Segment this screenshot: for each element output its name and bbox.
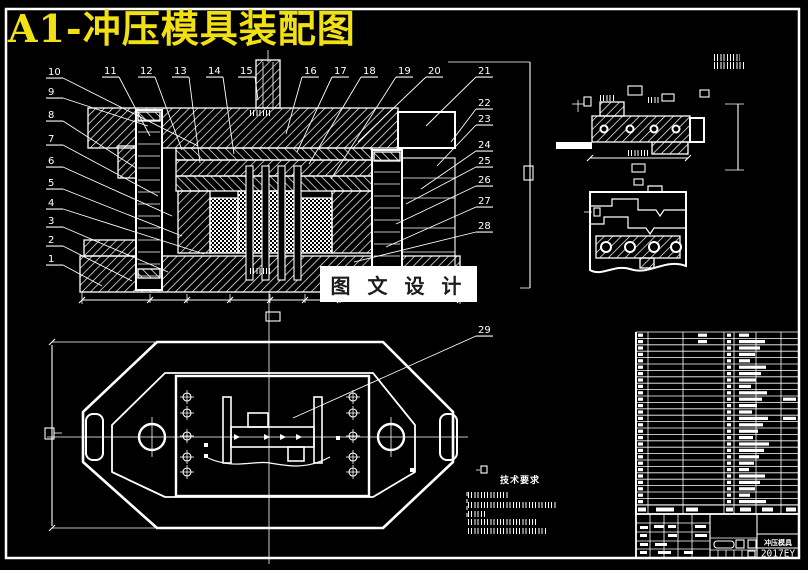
svg-text:1: 1 (48, 254, 54, 265)
plan-view (44, 336, 488, 564)
callout-21: 21 (425, 66, 493, 127)
svg-text:7: 7 (48, 134, 54, 145)
svg-text:15: 15 (240, 66, 253, 77)
callout-14: 14 (206, 66, 235, 155)
svg-text:17: 17 (334, 66, 347, 77)
bom-table (635, 331, 800, 514)
svg-text:5: 5 (48, 178, 54, 189)
callout-27: 27 (385, 196, 493, 248)
callout-17: 17 (296, 66, 349, 153)
svg-text:10: 10 (48, 67, 61, 78)
callout-3: 3 (46, 216, 169, 273)
callout-12: 12 (138, 66, 183, 151)
svg-text:13: 13 (174, 66, 187, 77)
svg-text:14: 14 (208, 66, 221, 77)
callout-7: 7 (46, 134, 159, 197)
svg-text:12: 12 (140, 66, 153, 77)
callout-8: 8 (46, 110, 137, 169)
detail-view-2 (584, 178, 687, 274)
drawing-title: A1-冲压模具装配图 (8, 6, 356, 51)
svg-text:4: 4 (48, 198, 54, 209)
detail1-dim-text (628, 150, 650, 156)
sheet-border (4, 7, 801, 560)
main-dim-text (250, 110, 270, 116)
svg-text:26: 26 (478, 175, 491, 186)
callout-11: 11 (102, 66, 151, 137)
svg-text:8: 8 (48, 110, 54, 121)
callout-5: 5 (46, 178, 183, 237)
svg-text:2: 2 (48, 235, 54, 246)
svg-text:25: 25 (478, 156, 491, 167)
svg-text:11: 11 (104, 66, 117, 77)
callout-6: 6 (46, 156, 173, 217)
svg-text:29: 29 (478, 325, 491, 336)
corner-note-line-1 (714, 54, 740, 61)
tech-note-line-3 (468, 511, 486, 517)
callout-9: 9 (46, 87, 149, 127)
callout-16: 16 (285, 66, 319, 135)
tech-note-line-2 (468, 502, 556, 508)
callout-19: 19 (330, 66, 413, 180)
callout-20: 20 (357, 66, 443, 143)
svg-text:3: 3 (48, 216, 54, 227)
svg-text:16: 16 (304, 66, 317, 77)
svg-text:24: 24 (478, 140, 491, 151)
svg-text:28: 28 (478, 221, 491, 232)
callout-18: 18 (308, 66, 378, 165)
watermark-box: 图 文 设 计 (320, 266, 477, 302)
svg-text:9: 9 (48, 87, 54, 98)
callout-10: 10 (46, 67, 199, 147)
callout-23: 23 (436, 114, 493, 167)
callout-25: 25 (405, 156, 493, 205)
callout-28: 28 (353, 221, 493, 263)
callout-2: 2 (46, 235, 133, 282)
svg-text:18: 18 (363, 66, 376, 77)
main-section-view (78, 50, 534, 336)
title-block-product: 冲压模具 (764, 538, 792, 547)
callout-26: 26 (395, 175, 493, 225)
callout-15: 15 (238, 66, 259, 101)
tech-note-line-4 (468, 519, 538, 525)
svg-text:23: 23 (478, 114, 491, 125)
callout-1: 1 (46, 254, 103, 287)
main-dim-text (250, 268, 270, 274)
callout-4: 4 (46, 198, 205, 255)
tech-note-line-5 (468, 528, 546, 534)
callout-22: 22 (450, 98, 493, 143)
detail1-dim-text (600, 95, 616, 101)
callout-24: 24 (420, 140, 493, 190)
callout-13: 13 (172, 66, 201, 164)
title-block-code: 2017EY (761, 549, 796, 560)
tech-requirements-heading: 技术要求 (500, 476, 541, 486)
svg-text:6: 6 (48, 156, 54, 167)
title-block: 冲压模具 2017EY (635, 513, 800, 560)
svg-text:27: 27 (478, 196, 491, 207)
svg-text:20: 20 (428, 66, 441, 77)
detail-view-1 (556, 85, 744, 173)
svg-text:21: 21 (478, 66, 491, 77)
corner-note-line-2 (714, 62, 744, 69)
svg-text:19: 19 (398, 66, 411, 77)
svg-text:22: 22 (478, 98, 491, 109)
callout-29: 29 (292, 325, 493, 419)
detail1-dim-text (648, 97, 660, 103)
tech-note-line-1 (468, 492, 508, 498)
